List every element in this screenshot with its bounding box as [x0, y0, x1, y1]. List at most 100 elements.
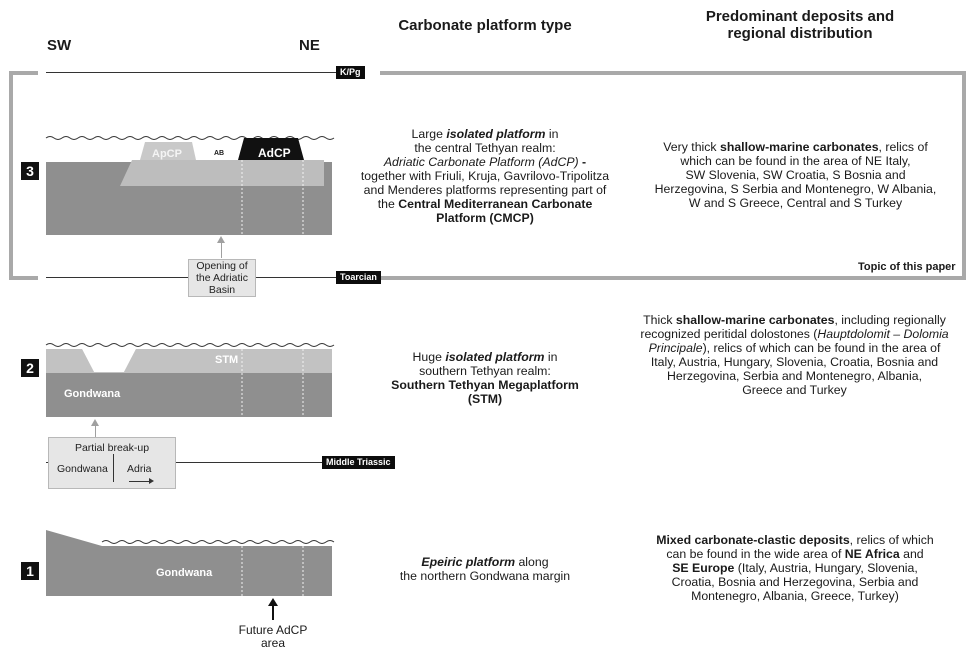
- apcp-platform: [140, 142, 196, 160]
- t: SE Europe: [672, 561, 735, 575]
- t: , relics of which: [849, 533, 934, 547]
- drift-arrow-icon: [129, 481, 151, 482]
- t: Southern Tethyan Megaplatform: [391, 378, 579, 392]
- topic-label: Topic of this paper: [858, 261, 956, 273]
- stage-2-deposits-text: Thick shallow-marine carbonates, includi…: [622, 313, 967, 397]
- t: Croatia, Bosnia and Herzegovina, Serbia …: [671, 575, 919, 589]
- adcp-label: AdCP: [258, 146, 291, 160]
- stage-1-deposits-text: Mixed carbonate-clastic deposits, relics…: [625, 533, 965, 603]
- ab-label: AB: [214, 150, 225, 157]
- intraplatform-basin: [82, 349, 136, 372]
- t: isolated platform: [446, 127, 546, 141]
- t: Herzegovina, S Serbia and Montenegro, W …: [654, 182, 937, 196]
- t: in: [544, 350, 558, 364]
- t: ), relics of which can be found in the a…: [702, 341, 941, 355]
- t: -: [578, 155, 587, 169]
- breakup-title: Partial break-up: [74, 442, 150, 454]
- t: Large: [411, 127, 447, 141]
- sea-level-wave: [101, 540, 335, 544]
- t: Hauptdolomit – Dolomia: [817, 327, 949, 341]
- t: W and S Greece, Central and S Turkey: [688, 196, 903, 210]
- t: , including regionally: [834, 313, 946, 327]
- stage-1-cross-section: [46, 530, 335, 596]
- stm-label: STM: [215, 354, 239, 366]
- column-header-deposits-line2: regional distribution: [727, 25, 873, 42]
- stage-3-platform-type-text: Large isolated platform in the central T…: [355, 127, 615, 225]
- t: (Italy, Austria, Hungary, Slovenia,: [734, 561, 918, 575]
- stage-3-deposits-text: Very thick shallow-marine carbonates, re…: [633, 140, 958, 210]
- bracket-top-right: [380, 71, 966, 75]
- t: the northern Gondwana margin: [399, 569, 571, 583]
- stage-2-arrow-head: [91, 419, 99, 426]
- t: can be found in the wide area of: [666, 547, 845, 561]
- t: the: [377, 197, 399, 211]
- kpg-line: [46, 72, 336, 73]
- opening-box-line2: the Adriatic: [196, 272, 248, 284]
- t: isolated platform: [445, 350, 545, 364]
- t: which can be found in the area of NE Ita…: [680, 154, 911, 168]
- sw-label: SW: [47, 37, 72, 54]
- bracket-bottom-left: [9, 276, 38, 280]
- future-arrow-head-icon: [268, 598, 278, 606]
- gondwana-shelf: [46, 530, 332, 596]
- stage-2-platform-type-text: Huge isolated platform in southern Tethy…: [360, 350, 610, 406]
- bracket-right: [962, 71, 966, 280]
- t: Montenegro, Albania, Greece, Turkey): [691, 589, 899, 603]
- t: shallow-marine carbonates: [675, 313, 835, 327]
- stage-3-arrow-shaft: [221, 240, 222, 258]
- partial-breakup-box: Partial break-up Gondwana Adria: [48, 437, 176, 489]
- column-header-deposits-line1: Predominant deposits and: [705, 8, 895, 25]
- t: Thick: [643, 313, 676, 327]
- future-arrow-shaft: [272, 604, 274, 620]
- breakup-gondwana: Gondwana: [57, 463, 108, 475]
- bracket-bottom-right: [380, 276, 966, 280]
- stage-2-arrow-shaft: [95, 424, 96, 440]
- t: and Menderes platforms representing part…: [363, 183, 607, 197]
- t: and: [899, 547, 924, 561]
- t: Huge: [412, 350, 446, 364]
- t: SW Slovenia, SW Croatia, S Bosnia and: [685, 168, 906, 182]
- gondwana-label-2: Gondwana: [64, 388, 121, 400]
- stage-3-cross-section: [45, 136, 335, 235]
- t: Italy, Austria, Hungary, Slovenia, Croat…: [650, 355, 939, 369]
- stage-3-arrow-head: [217, 236, 225, 243]
- future-adcp-area-label: Future AdCP area: [225, 624, 321, 650]
- t: Greece and Turkey: [742, 383, 847, 397]
- t: Central Mediterranean Carbonate: [398, 197, 593, 211]
- gondwana-label-1: Gondwana: [156, 567, 213, 579]
- column-header-platform-type: Carbonate platform type: [398, 17, 572, 34]
- t: Herzegovina, Serbia and Montenegro, Alba…: [667, 369, 922, 383]
- breakup-adria: Adria: [127, 463, 152, 475]
- opening-adriatic-box: Opening of the Adriatic Basin: [188, 259, 256, 297]
- t: NE Africa: [844, 547, 900, 561]
- drift-arrow-head-icon: [149, 478, 154, 484]
- apcp-label: ApCP: [152, 148, 182, 160]
- t: shallow-marine carbonates: [719, 140, 879, 154]
- middle-triassic-line: [46, 462, 322, 463]
- column-header-deposits: Predominant deposits and regional distri…: [650, 8, 950, 42]
- stage-2-number: 2: [21, 359, 39, 377]
- t: Epeiric platform: [421, 555, 516, 569]
- t: Principale: [648, 341, 703, 355]
- adcp-platform: [238, 138, 304, 160]
- t: , relics of: [878, 140, 928, 154]
- opening-box-line3: Basin: [208, 284, 236, 296]
- stage-3-number: 3: [21, 162, 39, 180]
- future-line2: area: [260, 636, 286, 650]
- t: together with Friuli, Kruja, Gavrilovo-T…: [360, 169, 610, 183]
- t: Platform (CMCP): [436, 211, 534, 225]
- stm-platform: [46, 349, 332, 373]
- stage-1-number: 1: [21, 562, 39, 580]
- t: recognized peritidal dolostones (: [640, 327, 818, 341]
- sea-level-wave: [45, 343, 335, 347]
- future-line1: Future AdCP: [238, 623, 308, 637]
- t: in: [545, 127, 559, 141]
- kpg-tag: K/Pg: [336, 66, 365, 79]
- t: Very thick: [663, 140, 720, 154]
- platform-slope: [120, 160, 324, 186]
- t: Adriatic Carbonate Platform (AdCP): [383, 155, 579, 169]
- ne-label: NE: [299, 37, 320, 54]
- bracket-left: [9, 71, 13, 280]
- stage-2-cross-section: [45, 343, 335, 417]
- t: the central Tethyan realm:: [414, 141, 556, 155]
